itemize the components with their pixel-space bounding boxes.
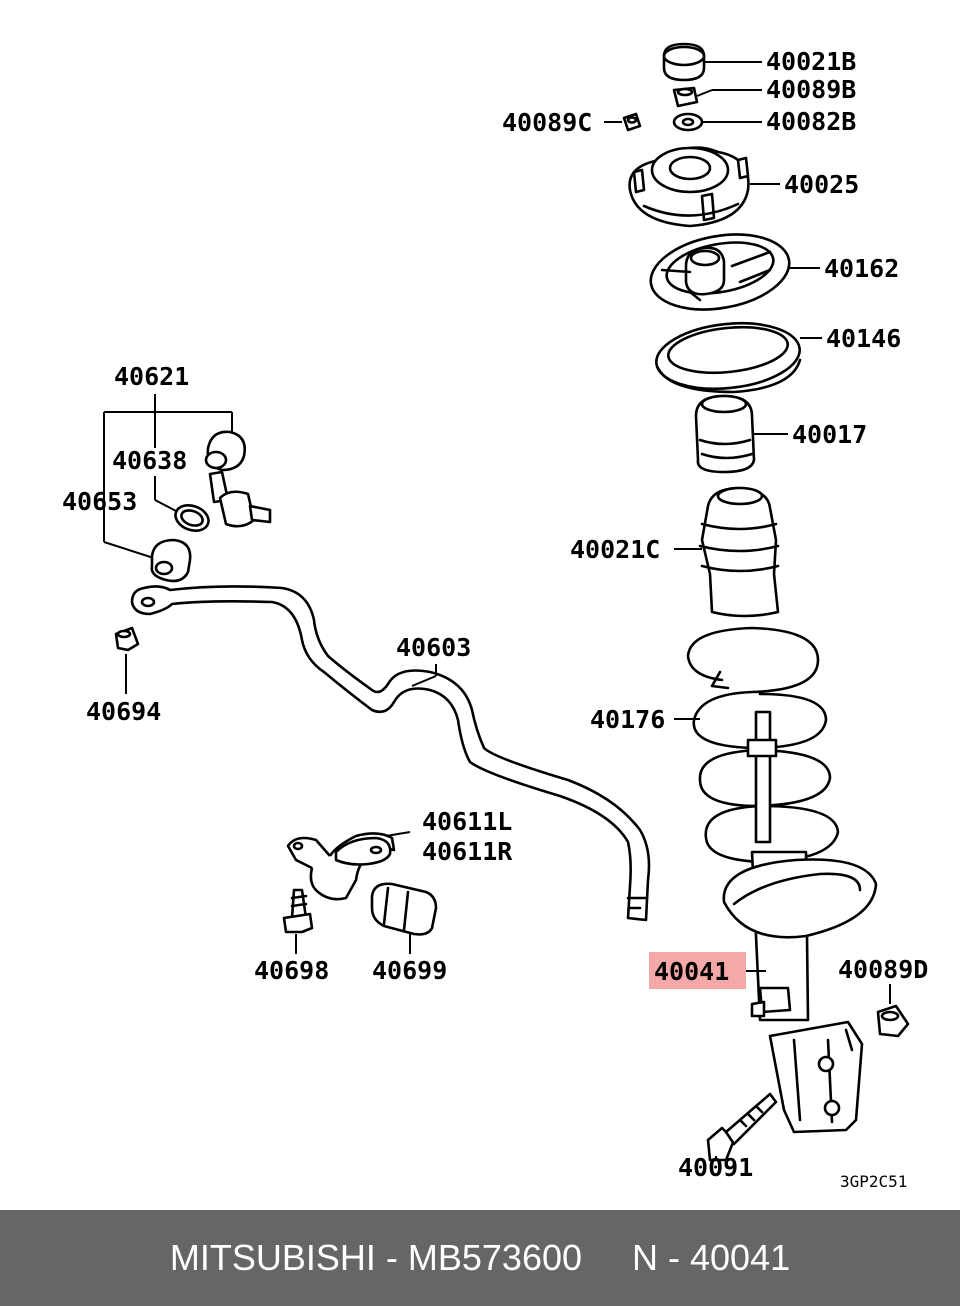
strut-assembly-40041 [722, 710, 878, 1134]
bracket-40611 [286, 832, 396, 901]
stabilizer-bar-40603 [130, 585, 651, 922]
stabilizer-link-40621 [204, 430, 272, 528]
bushing-40638 [174, 504, 210, 532]
parts-diagram: 40021B 40089B 40089C 40082B 40025 40162 … [62, 42, 928, 1191]
bolt-40091 [706, 1092, 778, 1162]
label-40021C: 40021C [570, 535, 660, 564]
label-40146: 40146 [826, 324, 901, 353]
highlight-40041 [649, 952, 746, 989]
label-40089D: 40089D [838, 955, 928, 984]
label-40025: 40025 [784, 170, 859, 199]
bump-stop-40017 [694, 394, 756, 474]
nut-40089B [672, 86, 699, 108]
label-40091: 40091 [678, 1153, 753, 1182]
label-40162: 40162 [824, 254, 899, 283]
strut-mount-40025 [628, 146, 750, 228]
label-40611L: 40611L [422, 807, 512, 836]
label-40698: 40698 [254, 956, 329, 985]
label-40041: 40041 [654, 957, 729, 986]
dust-boot-40021C [698, 486, 780, 618]
label-40017: 40017 [792, 420, 867, 449]
label-40089C: 40089C [502, 108, 592, 137]
footer-part-number: MITSUBISHI - MB573600 N - 40041 [0, 1210, 960, 1306]
nut-40089C [622, 112, 642, 132]
label-40621: 40621 [114, 362, 189, 391]
coil-spring-40176 [686, 626, 840, 864]
label-40089B: 40089B [766, 75, 856, 104]
dust-cap-40021B [662, 42, 706, 82]
label-40699: 40699 [372, 956, 447, 985]
label-40611R: 40611R [422, 837, 513, 866]
bearing-40162 [649, 233, 791, 311]
bushing-40653 [150, 538, 192, 583]
nut-40694 [114, 626, 140, 652]
label-40638: 40638 [112, 446, 187, 475]
bolt-40698 [282, 888, 314, 934]
label-40694: 40694 [86, 697, 161, 726]
nut-40089D [876, 1004, 910, 1038]
washer-40082B [672, 112, 704, 132]
label-40082B: 40082B [766, 107, 856, 136]
diagram-code: 3GP2C51 [840, 1172, 907, 1191]
spring-seat-40146 [655, 321, 802, 394]
label-40603: 40603 [396, 633, 471, 662]
bushing-40699 [370, 882, 438, 936]
label-40653: 40653 [62, 487, 137, 516]
label-40176: 40176 [590, 705, 665, 734]
label-40021B: 40021B [766, 47, 856, 76]
